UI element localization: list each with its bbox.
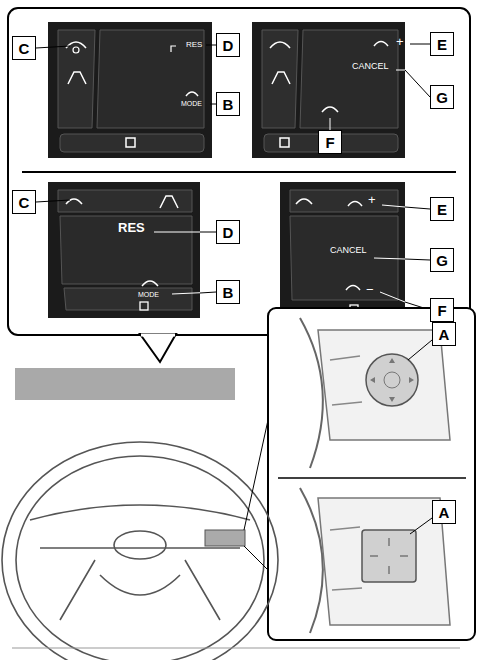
callout-box: G	[430, 248, 454, 272]
switch-label: RES	[118, 221, 145, 234]
callout-letter: D	[223, 38, 234, 53]
callout-box: F	[430, 298, 454, 322]
callout-box: G	[430, 85, 454, 109]
switch-label: CANCEL	[352, 62, 389, 71]
callout-box: B	[216, 92, 240, 116]
callout-letter: B	[223, 97, 234, 112]
switch-label: CANCEL	[330, 246, 367, 255]
callout-letter: G	[436, 90, 448, 105]
switch-label: +	[396, 35, 404, 48]
switch-label: MODE	[181, 100, 202, 107]
callout-box: C	[12, 190, 36, 214]
callout-box: F	[318, 130, 342, 154]
callout-letter: A	[439, 327, 450, 342]
callout-letter: C	[19, 41, 30, 56]
callout-box: A	[432, 322, 456, 346]
callout-letter: D	[223, 225, 234, 240]
switch-label: MODE	[138, 291, 159, 298]
callout-box: B	[216, 280, 240, 304]
callout-box: E	[430, 32, 454, 56]
callout-box: D	[216, 33, 240, 57]
switch-label: RES	[186, 41, 202, 49]
callout-letter: C	[19, 195, 30, 210]
callout-letter: G	[436, 253, 448, 268]
callout-letter: F	[325, 135, 334, 150]
callout-letter: E	[437, 202, 447, 217]
switch-label: +	[368, 193, 376, 206]
callout-box: A	[432, 500, 456, 524]
callout-letter: F	[437, 303, 446, 318]
callout-letter: E	[437, 37, 447, 52]
callout-box: C	[12, 36, 36, 60]
callout-box: D	[216, 220, 240, 244]
callout-letter: B	[223, 285, 234, 300]
switch-label: −	[366, 283, 374, 296]
callout-box: E	[430, 197, 454, 221]
callout-letter: A	[439, 505, 450, 520]
